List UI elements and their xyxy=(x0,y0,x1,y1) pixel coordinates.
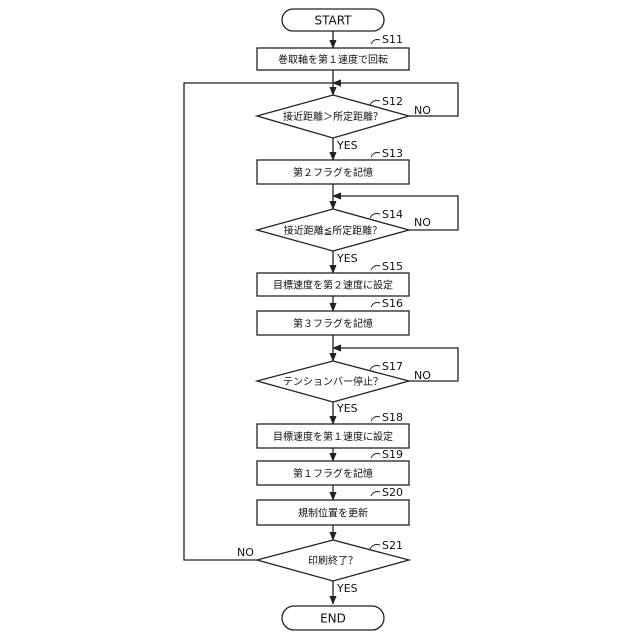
step-s18-id: S18 xyxy=(382,411,403,424)
step-s20-text: 規制位置を更新 xyxy=(298,507,368,520)
decision-s14-text: 接近距離≦所定距離？ xyxy=(284,224,382,237)
decision-s17-yes: YES xyxy=(336,402,358,415)
decision-s21-id: S21 xyxy=(382,539,403,552)
decision-s14-id: S14 xyxy=(382,208,403,221)
start-label: START xyxy=(314,14,352,28)
decision-s17-text: テンションバー停止？ xyxy=(283,375,383,388)
decision-s17-id: S17 xyxy=(382,360,403,373)
decision-s12-text: 接近距離＞所定距離？ xyxy=(283,110,383,123)
decision-s21-text: 印刷終了？ xyxy=(308,554,358,567)
decision-s12: 接近距離＞所定距離？ S12 NO YES xyxy=(257,95,431,152)
end-label: END xyxy=(320,612,346,626)
decision-s14-yes: YES xyxy=(336,252,358,265)
decision-s14-no: NO xyxy=(414,216,431,229)
step-s16-text: 第３フラグを記憶 xyxy=(293,317,373,330)
decision-s21-no: NO xyxy=(237,546,254,559)
step-s19-text: 第１フラグを記憶 xyxy=(293,467,373,480)
decision-s12-no: NO xyxy=(414,104,431,117)
decision-s17-no: NO xyxy=(414,369,431,382)
step-s13-text: 第２フラグを記憶 xyxy=(293,166,373,179)
step-s20-id: S20 xyxy=(382,486,403,499)
decision-s12-id: S12 xyxy=(382,95,403,108)
step-s19-id: S19 xyxy=(382,448,403,461)
step-s11-id: S11 xyxy=(382,33,403,46)
step-s15-id: S15 xyxy=(382,260,403,273)
decision-s14: 接近距離≦所定距離？ S14 NO YES xyxy=(257,208,431,265)
decision-s12-yes: YES xyxy=(336,139,358,152)
decision-s21-yes: YES xyxy=(336,582,358,595)
step-s16-id: S16 xyxy=(382,297,403,310)
end-terminal: END xyxy=(282,606,384,630)
start-terminal: START xyxy=(282,9,384,31)
decision-s17: テンションバー停止？ S17 NO YES xyxy=(257,360,431,415)
step-s13-id: S13 xyxy=(382,147,403,160)
decision-s21: 印刷終了？ S21 NO YES xyxy=(237,539,409,595)
step-s11-text: 巻取軸を第１速度で回転 xyxy=(278,53,388,66)
step-s15-text: 目標速度を第２速度に設定 xyxy=(273,279,393,292)
step-s18-text: 目標速度を第１速度に設定 xyxy=(273,430,393,443)
